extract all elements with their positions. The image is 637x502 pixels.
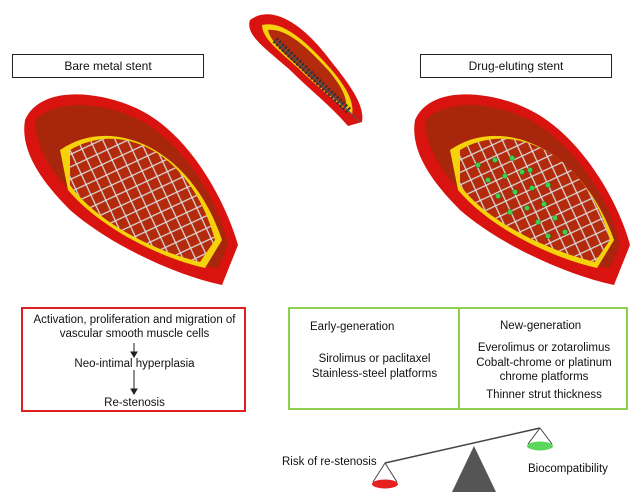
balance-scale xyxy=(372,427,553,492)
biocompatibility-label: Biocompatibility xyxy=(528,463,608,475)
early-generation-heading: Early-generation xyxy=(310,321,395,333)
bare-metal-vessel xyxy=(24,94,238,285)
risk-of-restenosis-label: Risk of re-stenosis xyxy=(282,456,377,468)
right-pan xyxy=(527,441,553,451)
bms-restenosis-text: Re-stenosis xyxy=(104,397,165,409)
new-platform-text: Cobalt-chrome or platinum chrome platfor… xyxy=(476,357,612,383)
drug-eluting-vessel xyxy=(414,94,630,285)
beam xyxy=(384,427,541,464)
new-generation-heading: New-generation xyxy=(500,320,582,332)
drug-eluting-stent-label: Drug-eluting stent xyxy=(420,54,612,78)
fulcrum xyxy=(452,446,496,492)
bare-metal-stent-label: Bare metal stent xyxy=(12,54,204,78)
early-platform-text: Stainless-steel platforms xyxy=(311,368,438,380)
bms-mechanism-text: Activation, proliferation and migration … xyxy=(33,314,236,340)
new-strut-text: Thinner strut thickness xyxy=(486,389,602,401)
top-vessel xyxy=(249,14,363,126)
early-drugs-text: Sirolimus or paclitaxel xyxy=(318,353,431,365)
bms-hyperplasia-text: Neo-intimal hyperplasia xyxy=(74,358,195,370)
left-pan xyxy=(372,479,398,489)
bare-metal-panel-border xyxy=(21,307,246,412)
new-drugs-text: Everolimus or zotarolimus xyxy=(477,342,611,354)
